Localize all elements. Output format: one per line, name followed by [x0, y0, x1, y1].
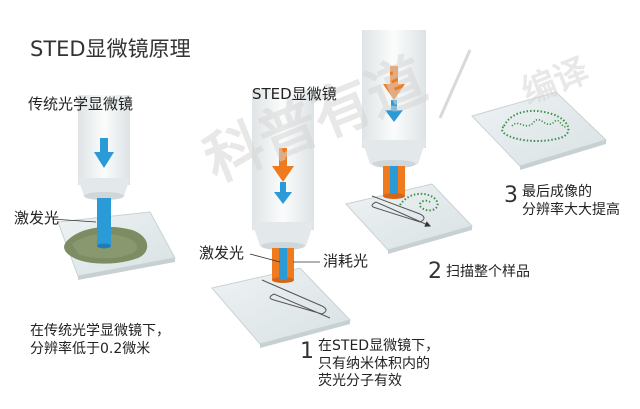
- caption-conventional-line-2: 分辨率低于0.2微米: [30, 340, 151, 357]
- caption-step1-line-1: 在STED显微镜下，: [318, 338, 440, 354]
- caption-step3-line-1: 最后成像的: [522, 184, 592, 200]
- step1-number-text: 1: [300, 339, 314, 364]
- step1-number: 1: [300, 338, 318, 366]
- caption-step1-line-3: 荧光分子有效: [318, 373, 402, 389]
- step2-number-text: 2: [428, 259, 442, 284]
- step1-slide: [211, 267, 351, 348]
- step3-number-text: 3: [504, 183, 518, 208]
- label-excitation-mid: 激发光: [199, 244, 245, 262]
- step3-number: 3: [504, 182, 522, 210]
- step1-scan-track: [261, 279, 331, 319]
- caption-step3: 最后成像的 分辨率大大提高: [522, 184, 620, 219]
- caption-step2-text: 扫描整个样品: [446, 264, 530, 280]
- label-excitation-left: 激发光: [14, 209, 60, 227]
- step1-excitation-leader: [249, 253, 281, 263]
- caption-step1-line-2: 只有纳米体积内的: [318, 355, 430, 372]
- step2-down-arrow: [383, 66, 405, 122]
- step2-scan-track: [371, 195, 431, 227]
- label-depletion-light: 消耗光: [323, 252, 369, 270]
- label-sted-microscope: STED显微镜: [252, 85, 337, 103]
- page-title: STED显微镜原理: [30, 37, 191, 61]
- step2-depletion-beam: [383, 166, 405, 199]
- step3-high-res-specimen: [501, 109, 570, 142]
- caption-conventional-line-1: 在传统光学显微镜下，: [30, 323, 170, 339]
- conventional-excitation-beam: [97, 198, 111, 249]
- watermark-divider: [438, 49, 472, 119]
- step1-excitation-beam: [279, 248, 287, 280]
- conventional-down-arrow: [94, 138, 114, 168]
- label-conventional-microscope: 传统光学显微镜: [28, 95, 134, 113]
- step3-slide: [471, 91, 607, 170]
- conventional-excitation-leader: [51, 218, 97, 223]
- caption-step1: 在STED显微镜下， 只有纳米体积内的 荧光分子有效: [318, 338, 439, 391]
- step1-down-arrow: [272, 148, 294, 204]
- caption-conventional: 在传统光学显微镜下， 分辨率低于0.2微米: [30, 323, 170, 358]
- caption-step3-line-2: 分辨率大大提高: [522, 201, 620, 218]
